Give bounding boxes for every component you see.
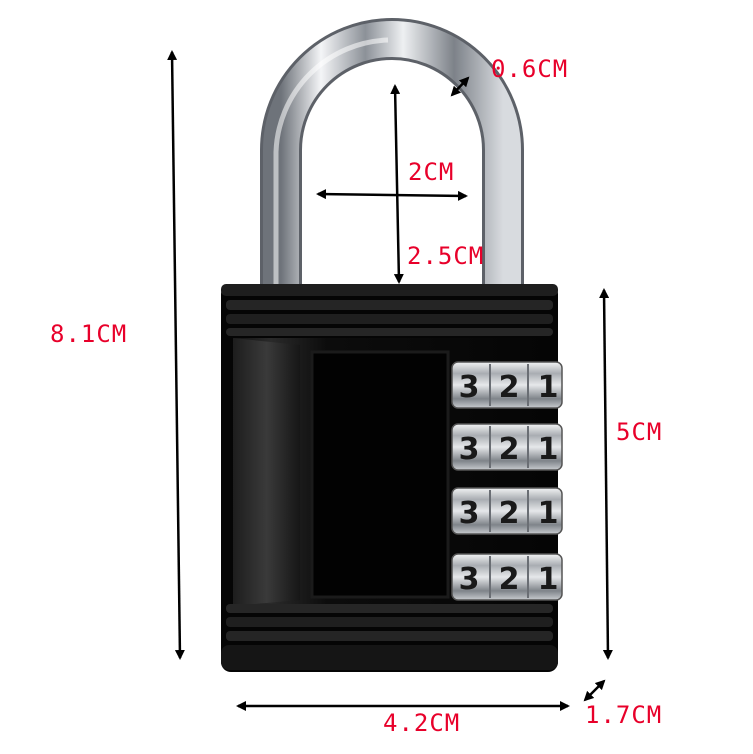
body-depth-label: 1.7CM (585, 701, 663, 729)
dial-digit: 3 (459, 496, 480, 531)
body-width-label: 4.2CM (383, 709, 461, 737)
combination-dials: 3 2 1 3 2 1 3 2 1 (451, 361, 563, 601)
shackle-width-label: 2CM (408, 158, 455, 186)
dial-digit: 1 (538, 432, 559, 467)
dimension-arrows (167, 50, 613, 711)
shackle-thickness-label: 0.6CM (491, 55, 569, 83)
dial-digit: 2 (499, 370, 520, 405)
body-depth-arrow (583, 679, 606, 702)
lock-body (221, 284, 558, 672)
dial-wheel-2[interactable]: 3 2 1 (451, 423, 563, 471)
dial-wheel-3[interactable]: 3 2 1 (451, 487, 563, 535)
shackle (260, 18, 524, 290)
shackle-thickness-arrow (450, 76, 470, 97)
body-height-arrow (599, 288, 613, 660)
dial-digit: 1 (538, 496, 559, 531)
dial-digit: 2 (499, 432, 520, 467)
dial-digit: 1 (538, 370, 559, 405)
dial-wheel-4[interactable]: 3 2 1 (451, 553, 563, 601)
top-ribs (221, 284, 558, 336)
bottom-ribs (221, 604, 558, 670)
dial-digit: 1 (538, 562, 559, 597)
dial-digit: 2 (499, 496, 520, 531)
dial-digit: 3 (459, 370, 480, 405)
shackle-height-label: 2.5CM (407, 242, 485, 270)
overall-height-arrow (167, 50, 185, 660)
dial-digit: 3 (459, 432, 480, 467)
dial-wheel-1[interactable]: 3 2 1 (451, 361, 563, 409)
shackle-width-arrow (316, 189, 468, 201)
overall-height-label: 8.1CM (50, 320, 128, 348)
body-height-label: 5CM (616, 418, 663, 446)
shackle-height-arrow (390, 84, 404, 284)
dial-digit: 3 (459, 562, 480, 597)
dial-digit: 2 (499, 562, 520, 597)
